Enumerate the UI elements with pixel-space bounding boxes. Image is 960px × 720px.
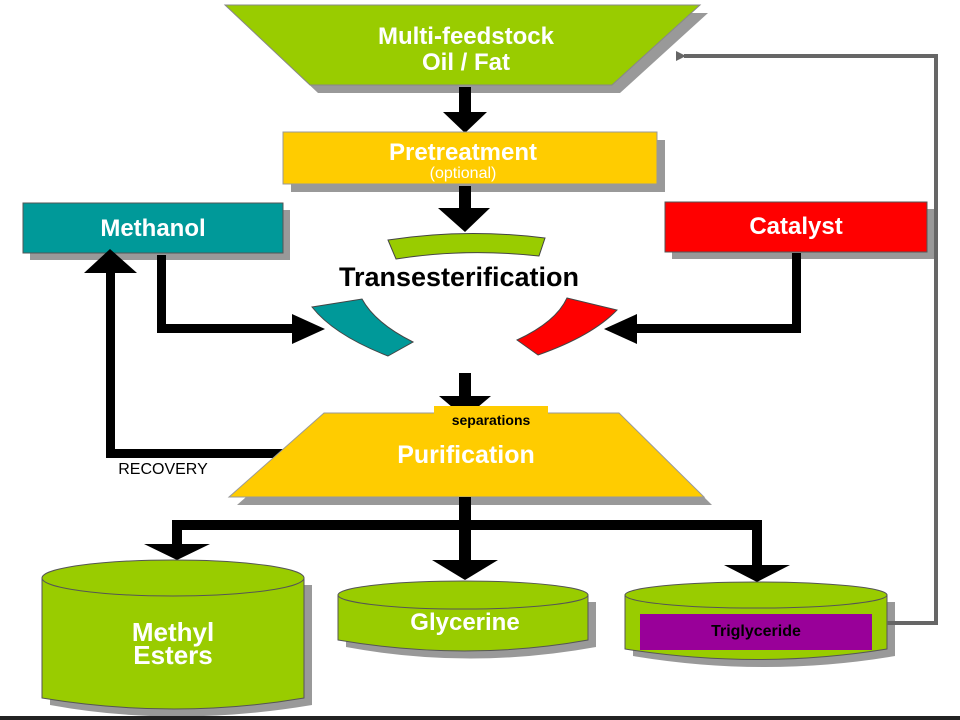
transesterification-red-segment [516, 297, 618, 356]
arrow-catalyst-to-reactor [604, 253, 801, 344]
recovery-label: RECOVERY [118, 461, 208, 478]
glycerine-label: Glycerine [410, 609, 519, 636]
methanol-label: Methanol [100, 215, 205, 242]
pretreatment-label: Pretreatment [389, 139, 537, 166]
catalyst-node: Catalyst [664, 201, 934, 259]
feedstock-label-line2: Oil / Fat [422, 49, 510, 76]
arrow-feedstock-to-pretreatment [443, 87, 487, 133]
arrow-pretreatment-to-transesterification [438, 186, 490, 232]
pretreatment-node: Pretreatment (optional) [282, 131, 665, 192]
feedstock-node: Multi-feedstock Oil / Fat [223, 4, 708, 93]
purification-node: Purification [227, 412, 712, 505]
separations-tag: separations [434, 406, 548, 434]
transesterification-label: Transesterification [339, 262, 579, 292]
transesterification-teal-segment [311, 298, 415, 357]
arrow-methanol-to-reactor [157, 255, 325, 344]
triglyceride-return-line [676, 51, 938, 625]
methyl-esters-label-line1: Methyl [132, 617, 214, 647]
purification-label: Purification [397, 441, 535, 469]
recovery-loop [84, 249, 291, 458]
triglyceride-tag: Triglyceride [640, 614, 872, 650]
methanol-node: Methanol [22, 202, 290, 260]
methyl-esters-label-line2: Esters [133, 640, 213, 670]
glycerine-tank: Glycerine [337, 580, 596, 659]
methyl-esters-tank: Methyl Esters [41, 559, 312, 717]
feedstock-label-line1: Multi-feedstock [378, 23, 555, 50]
transesterification-green-segment [387, 232, 546, 260]
bottom-rule [0, 716, 960, 720]
product-distribution-arrows [144, 497, 790, 582]
pretreatment-optional-label: (optional) [430, 165, 497, 182]
catalyst-label: Catalyst [749, 213, 842, 240]
